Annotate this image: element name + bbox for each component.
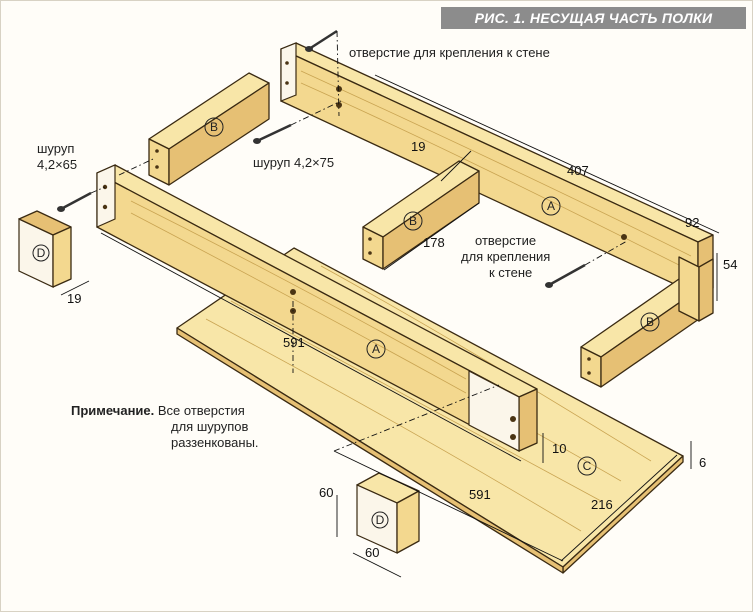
block-d-bottom: D (356, 472, 420, 554)
label-hole-wall-top: отверстие для крепления к стене (349, 45, 550, 60)
screw-top (305, 29, 338, 52)
dim-60-height: 60 (319, 485, 333, 500)
part-label-d-left: D (37, 246, 46, 260)
label-screw-75: шуруп 4,2×75 (253, 155, 334, 170)
label-screw-65-line2: 4,2×65 (37, 157, 77, 172)
dim-178: 178 (423, 235, 445, 250)
screw-left (57, 191, 92, 212)
note-line3: раззенкованы. (171, 435, 259, 450)
dim-6: 6 (699, 455, 706, 470)
part-label-c: C (583, 459, 592, 473)
screw-right (545, 263, 586, 288)
part-label-a-back: A (547, 199, 555, 213)
note-text: Примечание. Все отверстия для шурупов ра… (71, 403, 321, 451)
figure-title: РИС. 1. НЕСУЩАЯ ЧАСТЬ ПОЛКИ (441, 7, 746, 29)
part-label-b-right: B (646, 315, 654, 329)
dim-54: 54 (723, 257, 737, 272)
rail-a-front (96, 164, 538, 452)
block-d-left: D (18, 210, 72, 288)
label-hole-wall-right-2: для крепления (461, 249, 550, 264)
part-label-b-middle: B (409, 214, 417, 228)
dim-591-top: 591 (283, 335, 305, 350)
block-b-right (580, 256, 714, 388)
note-line2: для шурупов (171, 419, 249, 434)
part-label-a-front: A (372, 342, 380, 356)
dim-407: 407 (567, 163, 589, 178)
dim-10: 10 (552, 441, 566, 456)
dim-19-left: 19 (67, 291, 81, 306)
part-label-d-bottom: D (376, 513, 385, 527)
screw-middle (253, 123, 292, 144)
label-hole-wall-right-3: к стене (489, 265, 532, 280)
dim-19-top: 19 (411, 139, 425, 154)
label-screw-65-line1: шуруп (37, 141, 74, 156)
note-line1: Все отверстия (154, 403, 245, 418)
label-hole-wall-right-1: отверстие (475, 233, 536, 248)
note-heading: Примечание. (71, 403, 155, 418)
dim-92: 92 (685, 215, 699, 230)
dim-216: 216 (591, 497, 613, 512)
dim-60-width: 60 (365, 545, 379, 560)
dim-591-bottom: 591 (469, 487, 491, 502)
part-label-b-left: B (210, 120, 218, 134)
part-markers: B B B A A C (204, 117, 660, 476)
dimension-lines (60, 74, 720, 578)
